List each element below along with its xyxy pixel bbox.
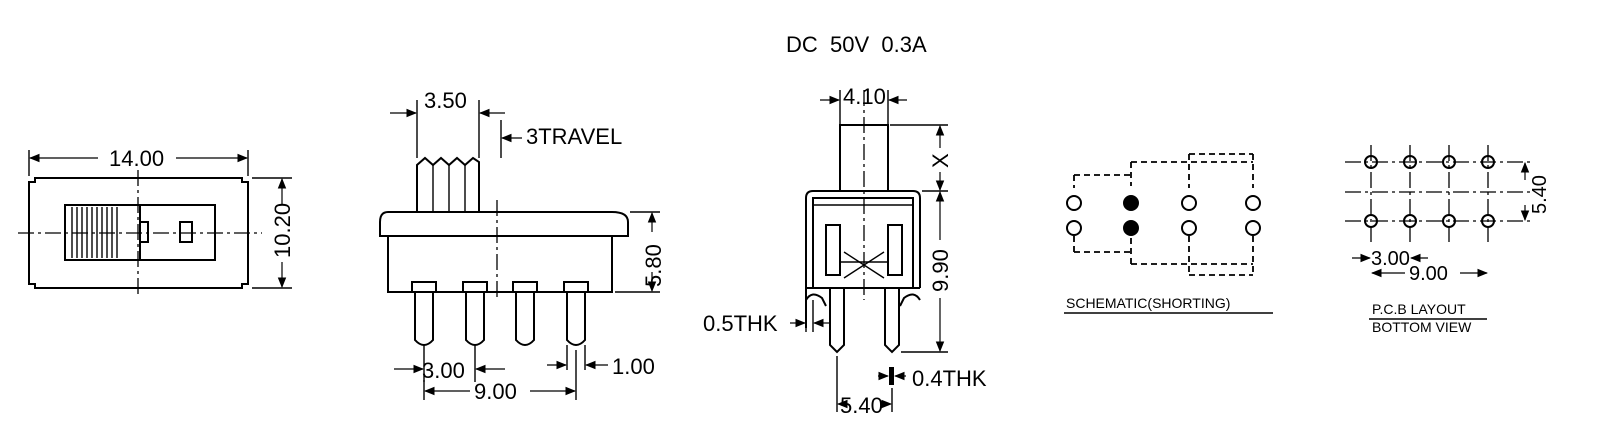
top-view: 14.00 10.20 [18, 146, 295, 295]
schematic-terminal [1181, 195, 1197, 211]
pcb-hole [1442, 214, 1456, 228]
pcb-hole [1403, 155, 1417, 169]
side-pinwidth-dim: 1.00 [612, 354, 655, 379]
schematic: SCHEMATIC(SHORTING) [1064, 153, 1273, 314]
side-span-dim: 9.00 [474, 379, 517, 404]
pcb-layout: 5.40 3.00 9.00 P.C.B LAYOUT BOTTOM VIEW [1345, 145, 1551, 335]
pcb-hole [1442, 155, 1456, 169]
end-view: 4.10 X 9.90 0.5THK 0.4THK 5.40 [703, 84, 987, 418]
end-frame-thk: 0.5THK [703, 311, 778, 336]
schematic-terminal [1066, 195, 1082, 211]
pcb-caption-1: P.C.B LAYOUT [1372, 301, 1466, 317]
pcb-hole [1481, 155, 1495, 169]
schematic-terminal [1123, 220, 1139, 236]
top-width-dim: 14.00 [109, 146, 164, 171]
pcb-span-dim: 9.00 [1409, 263, 1448, 285]
schematic-terminal [1066, 220, 1082, 236]
side-view: 3.50 3TRAVEL 5.80 3.00 1.00 9.00 [379, 88, 666, 404]
end-span-dim: 5.40 [840, 393, 883, 418]
schematic-caption: SCHEMATIC(SHORTING) [1066, 295, 1230, 311]
end-actuator-dim: 4.10 [843, 84, 886, 109]
schematic-terminal [1245, 195, 1261, 211]
end-height-dim: 9.90 [928, 249, 953, 292]
rating-label: DC 50V 0.3A [786, 32, 927, 57]
pcb-col-dim: 3.00 [1371, 248, 1410, 270]
end-x-dim: X [928, 153, 953, 168]
side-actuator-dim: 3.50 [424, 88, 467, 113]
pcb-hole [1364, 155, 1378, 169]
side-travel-label: 3TRAVEL [526, 124, 622, 149]
pcb-hole [1364, 214, 1378, 228]
side-height-dim: 5.80 [641, 244, 666, 287]
pcb-row-dim: 5.40 [1529, 175, 1551, 214]
top-height-dim: 10.20 [270, 203, 295, 258]
schematic-terminal [1245, 220, 1261, 236]
schematic-terminal [1181, 220, 1197, 236]
side-pitch-dim: 3.00 [422, 358, 465, 383]
pcb-hole [1481, 214, 1495, 228]
pcb-caption-2: BOTTOM VIEW [1372, 319, 1472, 335]
schematic-terminal [1123, 195, 1139, 211]
pcb-hole [1403, 214, 1417, 228]
end-pin-thk: 0.4THK [912, 366, 987, 391]
